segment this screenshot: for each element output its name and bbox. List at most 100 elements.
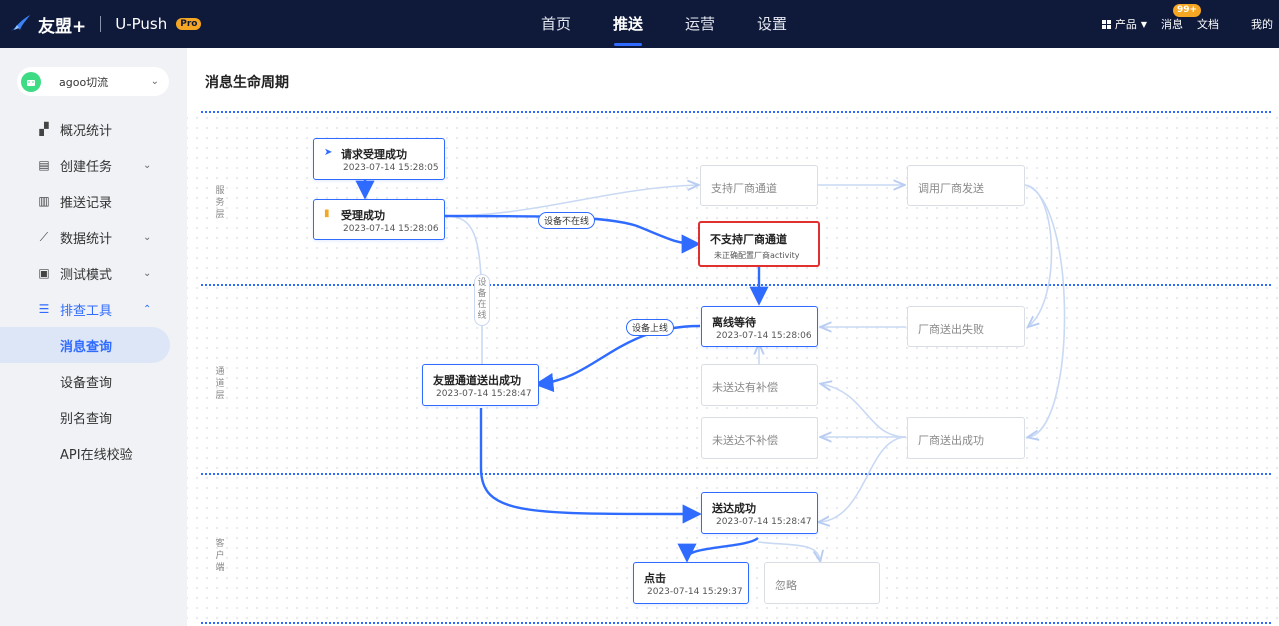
docs-link[interactable]: 文档	[1197, 18, 1219, 31]
sidebar-item-data-stats[interactable]: ⟋ 数据统计 ⌄	[0, 219, 187, 255]
node-accepted[interactable]: ▮ 受理成功 2023-07-14 15:28:06	[313, 199, 445, 240]
sidebar-item-label: 概况统计	[60, 123, 113, 139]
layer-divider	[201, 111, 1271, 113]
node-title: 支持厂商通道	[711, 182, 777, 195]
node-time: 2023-07-14 15:28:06	[716, 331, 812, 341]
top-bar: 友盟+ U-Push Pro 首页 推送 运营 设置 产品 ▼ 消息 99+ 文…	[0, 0, 1279, 48]
canvas-header-bg	[187, 48, 1279, 110]
sidebar-item-overview[interactable]: ▞ 概况统计	[0, 111, 187, 147]
sidebar-sub-api-check[interactable]: API在线校验	[0, 435, 187, 471]
brand-logo[interactable]: 友盟+ U-Push Pro	[8, 10, 202, 38]
layer-label-channel: 通道层	[215, 367, 225, 401]
edge-delivered-to-click	[677, 536, 759, 563]
node-clicked[interactable]: 点击 2023-07-14 15:29:37	[633, 562, 749, 604]
divider	[100, 16, 102, 32]
node-title: 厂商送出成功	[918, 434, 984, 447]
app-selector-value: agoo切流	[59, 75, 109, 89]
page-title: 消息生命周期	[205, 75, 289, 91]
edge-call-to-sent	[1024, 184, 1066, 437]
node-title: 不支持厂商通道	[710, 233, 787, 246]
layer-divider	[201, 473, 1271, 475]
app-selector[interactable]: agoo切流 ⌄	[17, 67, 169, 96]
sidebar-item-troubleshoot[interactable]: ☰ 排查工具 ⌃	[0, 291, 187, 327]
nav-operations[interactable]: 运营	[684, 15, 715, 33]
node-vendor-unsupported[interactable]: 不支持厂商通道 未正确配置厂商activity	[698, 221, 820, 267]
sidebar-item-label: 排查工具	[60, 303, 113, 319]
layer-divider	[201, 622, 1271, 624]
sidebar-sub-label: 设备查询	[60, 376, 113, 391]
messages-label: 消息	[1161, 18, 1183, 31]
node-undelivered-compensate[interactable]: 未送达有补偿	[701, 364, 818, 406]
edge-label-device-offline: 设备不在线	[538, 212, 596, 229]
messages-badge: 99+	[1173, 4, 1202, 17]
sidebar-sub-label: 消息查询	[60, 340, 113, 355]
chevron-down-icon: ⌄	[150, 76, 159, 87]
task-icon: ▤	[38, 158, 50, 172]
edge-call-to-fail	[1024, 184, 1053, 326]
node-title: 请求受理成功	[341, 148, 407, 161]
sidebar-sub-label: 别名查询	[60, 412, 113, 427]
pro-badge: Pro	[176, 18, 202, 30]
caret-down-icon: ▼	[1140, 19, 1147, 29]
chevron-down-icon: ⌄	[143, 231, 152, 243]
node-time: 2023-07-14 15:28:47	[436, 389, 532, 399]
sidebar: agoo切流 ⌄ ▞ 概况统计 ▤ 创建任务 ⌄ ▥ 推送记录 ⟋ 数据统计 ⌄…	[0, 48, 187, 626]
nav-home[interactable]: 首页	[540, 15, 571, 33]
mine-link[interactable]: 我的	[1251, 18, 1273, 31]
products-dropdown[interactable]: 产品 ▼	[1101, 16, 1147, 32]
brand-name: 友盟+	[38, 16, 87, 37]
sidebar-sub-alias-query[interactable]: 别名查询	[0, 399, 187, 435]
main-panel: 消息生命周期 服务层 通道层 客户端	[187, 48, 1279, 626]
node-detail: 未正确配置厂商activity	[714, 251, 800, 260]
node-vendor-sent[interactable]: 厂商送出成功	[907, 417, 1025, 459]
edge-umeng-to-delivered	[479, 408, 702, 524]
sidebar-item-test-mode[interactable]: ▣ 测试模式 ⌄	[0, 255, 187, 291]
sidebar-sub-message-query[interactable]: 消息查询	[0, 327, 170, 363]
messages-link[interactable]: 消息 99+	[1161, 4, 1202, 32]
sidebar-item-push-records[interactable]: ▥ 推送记录	[0, 183, 187, 219]
main-nav: 首页 推送 运营 设置	[520, 0, 808, 48]
sidebar-item-label: 数据统计	[60, 231, 113, 247]
lifecycle-edges	[355, 169, 1066, 626]
node-undelivered-no-compensate[interactable]: 未送达不补偿	[701, 417, 818, 459]
node-offline-wait[interactable]: 离线等待 2023-07-14 15:28:06	[701, 306, 818, 347]
sidebar-item-create-task[interactable]: ▤ 创建任务 ⌄	[0, 147, 187, 183]
layer-divider	[201, 284, 1271, 286]
node-title: 未送达不补偿	[712, 434, 778, 447]
node-title: 厂商送出失败	[918, 323, 984, 336]
node-vendor-supported[interactable]: 支持厂商通道	[700, 165, 818, 206]
node-ignored[interactable]: 忽略	[764, 562, 880, 604]
monitor-icon: ▣	[38, 266, 50, 280]
product-name: U-Push	[115, 15, 168, 33]
chevron-up-icon: ⌃	[143, 303, 152, 315]
document-icon: ▮	[324, 208, 330, 219]
node-time: 2023-07-14 15:29:37	[647, 587, 743, 597]
record-icon: ▥	[38, 194, 50, 208]
umeng-bird-icon	[10, 15, 30, 32]
node-time: 2023-07-14 15:28:06	[343, 224, 439, 234]
sidebar-sub-device-query[interactable]: 设备查询	[0, 363, 187, 399]
node-time: 2023-07-14 15:28:05	[343, 163, 439, 173]
node-title: 友盟通道送出成功	[433, 374, 521, 387]
node-vendor-fail[interactable]: 厂商送出失败	[907, 306, 1025, 347]
edge-accept-to-unsupported	[444, 214, 701, 254]
sidebar-item-label: 创建任务	[60, 159, 113, 175]
node-title: 调用厂商发送	[918, 182, 984, 195]
node-request-accepted[interactable]: ➤ 请求受理成功 2023-07-14 15:28:05	[313, 138, 445, 180]
layer-label-service: 服务层	[215, 186, 225, 220]
node-umeng-sent[interactable]: 友盟通道送出成功 2023-07-14 15:28:47	[422, 364, 539, 406]
node-delivered[interactable]: 送达成功 2023-07-14 15:28:47	[701, 492, 818, 534]
nav-push[interactable]: 推送	[592, 0, 664, 48]
nav-settings[interactable]: 设置	[756, 15, 787, 33]
node-title: 点击	[644, 572, 666, 585]
sidebar-sub-label: API在线校验	[60, 448, 133, 463]
edge-label-device-came-online: 设备上线	[626, 319, 675, 336]
android-icon	[21, 71, 41, 92]
node-title: 送达成功	[712, 502, 756, 515]
line-chart-icon: ⟋	[39, 229, 49, 244]
list-icon: ☰	[38, 302, 50, 316]
node-vendor-call[interactable]: 调用厂商发送	[907, 165, 1025, 206]
layer-label-client: 客户端	[215, 539, 225, 573]
edge-label-device-online: 设备在线	[474, 274, 490, 326]
node-title: 忽略	[775, 579, 797, 592]
